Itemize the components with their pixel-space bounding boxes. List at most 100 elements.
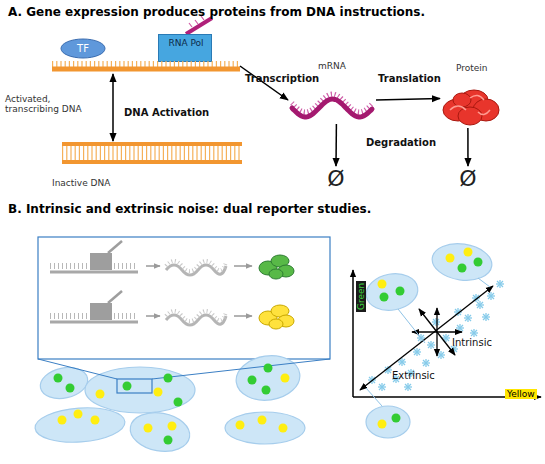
protein-blob-shape	[440, 86, 502, 128]
cell-leader	[366, 388, 382, 406]
flow-arrow	[467, 128, 469, 166]
yellow-dot	[74, 410, 83, 419]
green-dot	[164, 374, 173, 383]
data-point	[476, 301, 484, 309]
zoom-leader	[38, 359, 117, 379]
green-reporter	[259, 255, 294, 279]
axis-label: Green	[356, 281, 366, 312]
process-label: Degradation	[366, 137, 436, 149]
flow-arrow	[376, 99, 440, 100]
transcription-factor: TF	[60, 38, 106, 59]
axis-label: Yellow	[505, 389, 537, 399]
data-point	[422, 359, 430, 367]
green-dot	[262, 386, 271, 395]
noise-label: Intrinsic	[452, 337, 492, 349]
green-dot	[123, 382, 132, 391]
data-point	[482, 313, 490, 321]
green-dot	[174, 398, 183, 407]
node-label: TF	[60, 43, 106, 55]
edge-label: DNA Activation	[124, 107, 209, 119]
yellow-dot	[154, 388, 163, 397]
zoom-marker	[117, 379, 152, 393]
data-point	[432, 318, 440, 326]
cell	[363, 270, 420, 314]
green-dot	[54, 374, 63, 383]
mrna-strand-shape	[288, 84, 376, 124]
zoom-inset	[50, 291, 252, 325]
green-dot	[380, 293, 389, 302]
yellow-dot	[378, 420, 387, 429]
data-point	[487, 292, 495, 300]
dna-ticks	[52, 61, 240, 67]
yellow-dot	[258, 416, 267, 425]
node-label: Ø	[323, 166, 349, 191]
protein-fold	[453, 93, 471, 107]
cell	[85, 367, 195, 413]
noise-arrow	[360, 286, 493, 390]
flow-arrow	[335, 124, 337, 166]
data-point	[437, 351, 445, 359]
cell	[34, 405, 126, 445]
data-point	[368, 280, 504, 391]
data-point	[404, 383, 412, 391]
green-dot	[392, 414, 401, 423]
yellow-dot	[464, 248, 473, 257]
green-dot	[164, 436, 173, 445]
node-label: RNA Pol	[159, 38, 213, 48]
node-label: Activated, transcribing DNA	[5, 94, 105, 115]
data-point	[378, 383, 386, 391]
rna-polymerase: RNA Pol	[158, 34, 212, 62]
cell	[225, 412, 305, 444]
cell-leader	[398, 309, 425, 343]
yellow-reporter	[259, 305, 294, 329]
cell	[127, 408, 193, 456]
yellow-dot	[96, 390, 105, 399]
dna-ticks	[62, 145, 242, 161]
protein-highlight	[450, 95, 490, 114]
node-label: Inactive DNA	[52, 178, 152, 188]
yellow-dot	[91, 416, 100, 425]
node-label: Protein	[456, 63, 516, 73]
yellow-dot	[144, 424, 153, 433]
dna-strand: Activated, transcribing DNA	[52, 58, 240, 74]
flow-arrow	[112, 74, 114, 141]
cell	[366, 406, 410, 438]
yellow-dot	[168, 422, 177, 431]
yellow-dot	[446, 254, 455, 263]
degradation-symbol: Ø	[455, 166, 481, 194]
data-point	[413, 348, 421, 356]
green-dot	[474, 258, 483, 267]
connector-group	[113, 66, 468, 166]
dna-backbone	[62, 142, 242, 146]
node-label: mRNA	[318, 61, 378, 71]
green-dot	[396, 287, 405, 296]
panel-heading: B. Intrinsic and extrinsic noise: dual r…	[8, 203, 371, 217]
yellow-dot	[281, 374, 290, 383]
zoom-inset	[38, 237, 330, 359]
mrna-backbone	[292, 99, 372, 117]
data-point	[464, 314, 472, 322]
plot-axis	[353, 270, 541, 397]
nascent-rna	[186, 18, 212, 34]
yellow-dot	[279, 424, 288, 433]
yellow-dot	[236, 421, 245, 430]
yellow-dot	[378, 280, 387, 289]
factor-ellipse	[61, 39, 105, 58]
dna-strand-shape	[52, 58, 240, 74]
dna-strand-shape	[62, 141, 242, 165]
yellow-dot	[58, 248, 473, 433]
zoom-inset	[38, 237, 330, 359]
node-label: Ø	[455, 166, 481, 191]
cell	[37, 363, 90, 402]
data-point	[456, 324, 464, 332]
plot-axis	[352, 270, 354, 397]
noise-label: Extrinsic	[392, 370, 435, 382]
protein-blob: Protein	[440, 86, 502, 128]
green-dot	[458, 264, 467, 273]
protein-fold	[458, 107, 482, 125]
noise-arrow	[360, 286, 493, 390]
noise-arrow	[419, 309, 455, 355]
cell	[430, 240, 494, 284]
